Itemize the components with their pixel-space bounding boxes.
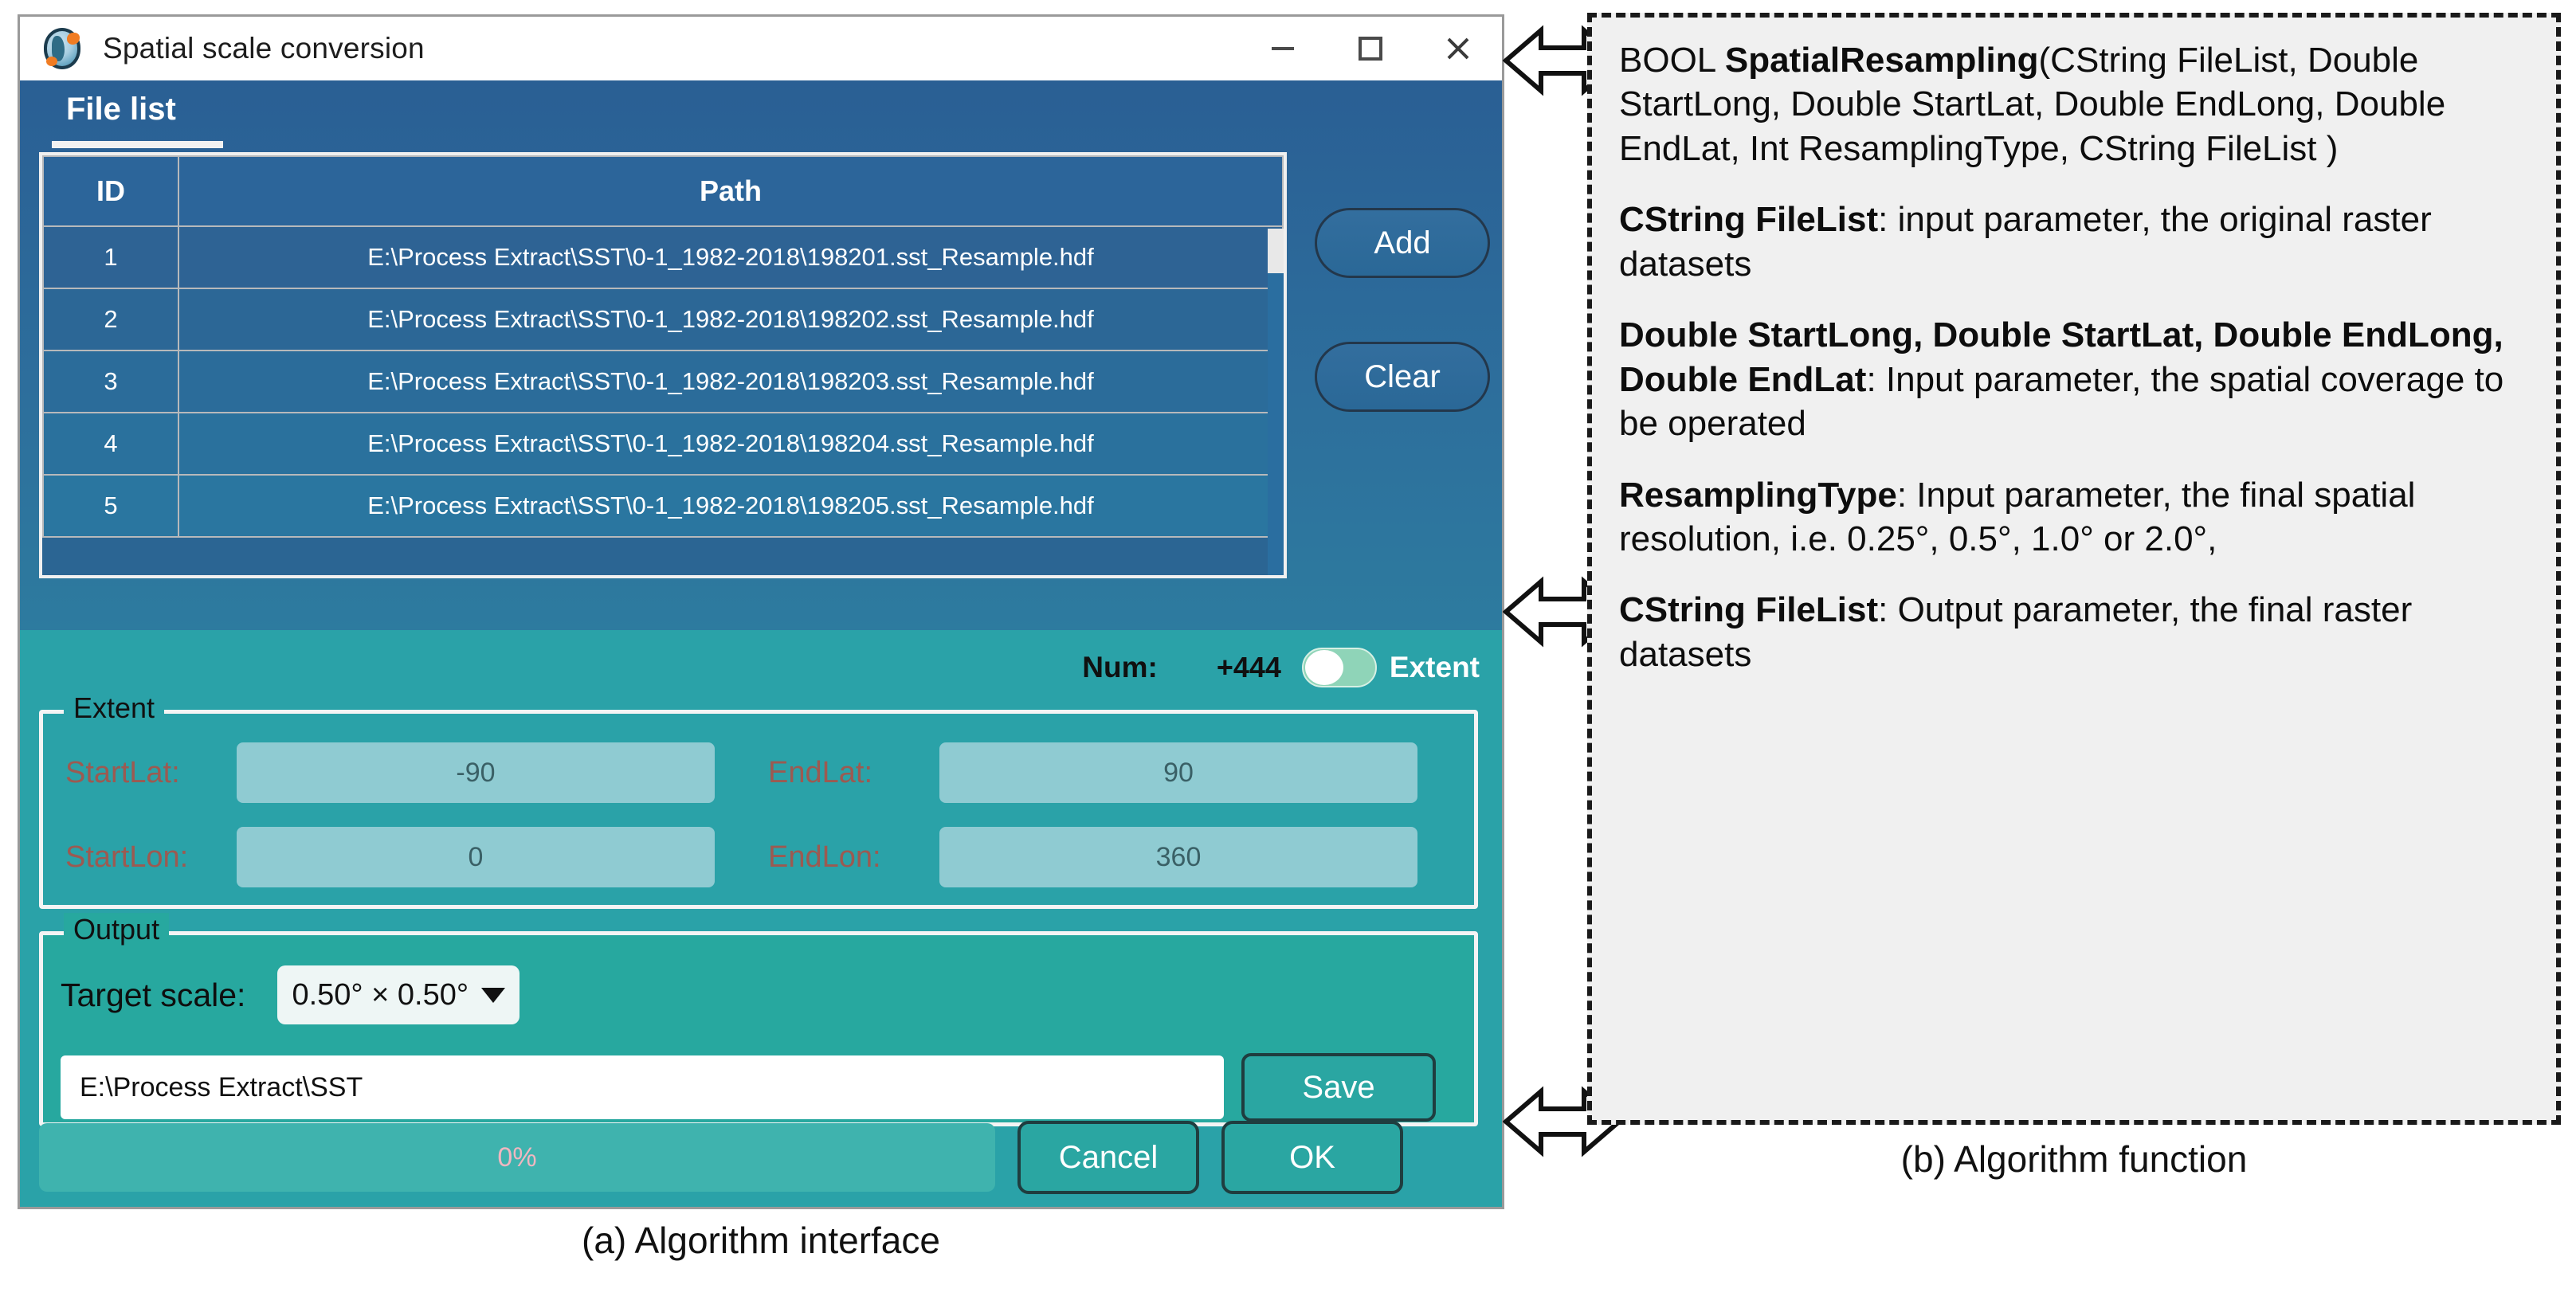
function-signature: BOOL SpatialResampling(CString FileList,… (1619, 38, 2532, 170)
cancel-button[interactable]: Cancel (1017, 1121, 1199, 1194)
startlon-row: StartLon: 0 (65, 827, 715, 887)
num-value: +444 (1216, 651, 1281, 683)
footer-row: 0% Cancel OK (39, 1121, 1403, 1194)
startlon-input[interactable]: 0 (237, 827, 715, 887)
clear-button[interactable]: Clear (1315, 342, 1490, 412)
add-button[interactable]: Add (1315, 208, 1490, 278)
endlat-input[interactable]: 90 (939, 742, 1417, 803)
output-group-box: Output Target scale: 0.50° × 0.50° E:\Pr… (39, 913, 1478, 1126)
cell-id: 5 (42, 474, 179, 538)
endlat-label: EndLat: (768, 755, 872, 789)
endlon-input[interactable]: 360 (939, 827, 1417, 887)
spatial-scale-conversion-dialog: Spatial scale conversion File list ID Pa… (18, 14, 1504, 1209)
startlat-row: StartLat: -90 (65, 742, 715, 803)
table-row[interactable]: 1 E:\Process Extract\SST\0-1_1982-2018\1… (42, 225, 1284, 289)
tab-active-underline (52, 141, 223, 148)
param-name: Double StartLong, Double StartLat, Doubl… (1619, 315, 2503, 399)
param-filelist-input: CString FileList: input parameter, the o… (1619, 198, 2532, 286)
output-path-input[interactable]: E:\Process Extract\SST (61, 1055, 1224, 1119)
minimize-button[interactable] (1239, 17, 1327, 80)
ok-button[interactable]: OK (1221, 1121, 1403, 1194)
window-controls (1239, 17, 1502, 80)
title-bar: Spatial scale conversion (20, 17, 1502, 80)
scrollbar-thumb[interactable] (1268, 229, 1284, 273)
column-header-id: ID (42, 155, 179, 227)
close-button[interactable] (1414, 17, 1502, 80)
table-row[interactable]: 2 E:\Process Extract\SST\0-1_1982-2018\1… (42, 288, 1284, 351)
signature-name: SpatialResampling (1724, 41, 2039, 80)
param-coordinates: Double StartLong, Double StartLat, Doubl… (1619, 313, 2532, 445)
param-desc: : input parameter, the original raster d… (1619, 200, 2432, 284)
cell-id: 4 (42, 412, 179, 476)
cell-id: 1 (42, 225, 179, 289)
endlon-row: EndLon: 360 (768, 827, 1417, 887)
param-desc: : Input parameter, the final spatial res… (1619, 475, 2416, 558)
endlat-row: EndLat: 90 (768, 742, 1417, 803)
save-button[interactable]: Save (1241, 1053, 1436, 1122)
file-list-section: File list ID Path 1 E:\Process Extract\S… (20, 80, 1502, 630)
target-scale-select[interactable]: 0.50° × 0.50° (277, 965, 520, 1024)
toggle-knob (1304, 650, 1343, 685)
startlon-label: StartLon: (65, 840, 189, 874)
cell-id: 3 (42, 350, 179, 413)
extent-toggle[interactable] (1301, 648, 1377, 687)
file-list-actions: Add Clear (1315, 208, 1490, 412)
table-header-row: ID Path (42, 155, 1284, 227)
cell-id: 2 (42, 288, 179, 351)
extent-group-title: Extent (64, 691, 165, 725)
target-scale-label: Target scale: (61, 976, 246, 1013)
param-name: CString FileList (1619, 200, 1879, 240)
startlat-input[interactable]: -90 (237, 742, 715, 803)
param-filelist-output: CString FileList: Output parameter, the … (1619, 588, 2532, 676)
table-row[interactable]: 5 E:\Process Extract\SST\0-1_1982-2018\1… (42, 474, 1284, 538)
maximize-icon (1359, 37, 1382, 61)
endlon-label: EndLon: (768, 840, 881, 874)
param-resampling-type: ResamplingType: Input parameter, the fin… (1619, 473, 2532, 562)
table-row[interactable]: 3 E:\Process Extract\SST\0-1_1982-2018\1… (42, 350, 1284, 413)
column-header-path: Path (178, 155, 1284, 227)
signature-prefix: BOOL (1619, 41, 1725, 80)
param-desc: : Output parameter, the final raster dat… (1619, 590, 2413, 674)
minimize-icon (1272, 47, 1294, 50)
num-extent-row: Num: +444 Extent (20, 648, 1480, 687)
param-name: ResamplingType (1619, 475, 1897, 515)
algorithm-function-panel: BOOL SpatialResampling(CString FileList,… (1587, 13, 2561, 1125)
cell-path: E:\Process Extract\SST\0-1_1982-2018\198… (178, 225, 1284, 289)
caption-b: (b) Algorithm function (1900, 1138, 2248, 1180)
file-list-table-wrapper: ID Path 1 E:\Process Extract\SST\0-1_198… (39, 152, 1287, 578)
table-row[interactable]: 4 E:\Process Extract\SST\0-1_1982-2018\1… (42, 412, 1284, 476)
target-scale-value: 0.50° × 0.50° (292, 977, 469, 1012)
file-list-scrollbar[interactable] (1268, 229, 1284, 575)
param-desc: : Input parameter, the spatial coverage … (1619, 359, 2504, 444)
tab-strip: File list (20, 80, 1502, 149)
output-group-title: Output (64, 913, 170, 946)
extent-group-box: Extent StartLat: -90 StartLon: 0 EndLat:… (39, 691, 1478, 909)
close-icon (1445, 35, 1472, 62)
cell-path: E:\Process Extract\SST\0-1_1982-2018\198… (178, 288, 1284, 351)
parameters-section: Num: +444 Extent Extent StartLat: -90 St… (20, 630, 1502, 1207)
startlat-label: StartLat: (65, 755, 180, 789)
file-list-table: ID Path 1 E:\Process Extract\SST\0-1_198… (42, 155, 1284, 538)
num-label: Num: (1082, 651, 1158, 683)
signature-rest: (CString FileList, Double StartLong, Dou… (1619, 41, 2446, 168)
extent-toggle-label: Extent (1389, 651, 1480, 683)
cell-path: E:\Process Extract\SST\0-1_1982-2018\198… (178, 412, 1284, 476)
progress-bar: 0% (39, 1123, 995, 1192)
cell-path: E:\Process Extract\SST\0-1_1982-2018\198… (178, 474, 1284, 538)
tab-file-list[interactable]: File list (66, 92, 176, 127)
output-path-row: E:\Process Extract\SST Save (61, 1053, 1436, 1122)
param-name: CString FileList (1619, 590, 1879, 630)
globe-icon (41, 26, 85, 71)
chevron-down-icon (481, 987, 506, 1003)
target-scale-row: Target scale: 0.50° × 0.50° (61, 965, 520, 1024)
cell-path: E:\Process Extract\SST\0-1_1982-2018\198… (178, 350, 1284, 413)
caption-a: (a) Algorithm interface (582, 1220, 940, 1261)
window-title: Spatial scale conversion (103, 32, 425, 65)
maximize-button[interactable] (1327, 17, 1414, 80)
